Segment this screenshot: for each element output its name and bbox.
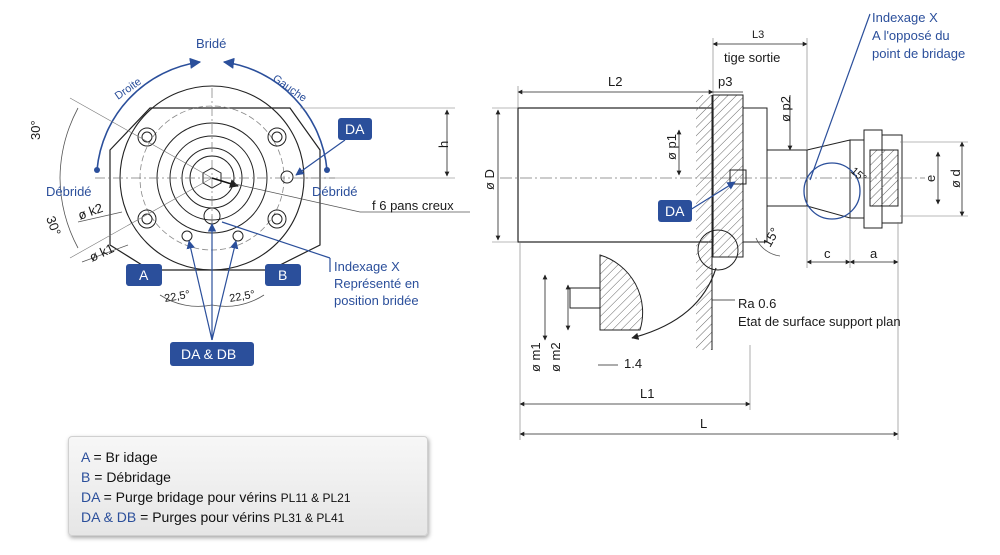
- legend-sep: =: [136, 509, 153, 525]
- arc-label-gauche: Gauche: [270, 73, 308, 105]
- angle-lower: 30°: [43, 214, 64, 238]
- legend-text: Br idage: [105, 449, 158, 465]
- dim-L: L: [700, 416, 707, 431]
- dim-L2: L2: [608, 74, 622, 89]
- dim-p2: ø p2: [778, 96, 793, 122]
- badge-dadb: DA & DB: [170, 342, 254, 366]
- dim-m2: ø m2: [548, 342, 563, 372]
- legend-key: A: [81, 449, 90, 465]
- indexage-line3: position bridée: [334, 293, 419, 308]
- front-view: Bridé Droite Gauche Débridé Débridé 30° …: [28, 36, 470, 366]
- svg-text:A: A: [139, 267, 149, 283]
- svg-text:DA & DB: DA & DB: [181, 346, 236, 362]
- legend-models: PL11 & PL21: [280, 491, 351, 505]
- surface-note: Etat de surface support plan: [738, 314, 901, 329]
- dim-a: a: [870, 246, 878, 261]
- dim-d: ø d: [948, 169, 963, 188]
- dim-D: ø D: [482, 169, 497, 190]
- angle-15-lower: 15°: [760, 225, 783, 250]
- legend-row-dadb: DA & DB = Purges pour vérins PL31 & PL41: [81, 507, 415, 527]
- legend-text: Purge bridage pour vérins: [115, 489, 281, 505]
- svg-text:DA: DA: [665, 203, 685, 219]
- arc-label-debride-right: Débridé: [312, 184, 358, 199]
- side-view: L3 tige sortie L2 p3 ø p2 ø p1 ø D e ø d…: [482, 10, 968, 440]
- angle-upper: 30°: [28, 120, 43, 140]
- legend-row-da: DA = Purge bridage pour vérins PL11 & PL…: [81, 487, 415, 507]
- dim-tige-sortie: tige sortie: [724, 50, 780, 65]
- legend-text: Débridage: [106, 469, 171, 485]
- legend-models: PL31 & PL41: [273, 511, 345, 525]
- dim-1-4: 1.4: [624, 356, 642, 371]
- angle-15-detail: 15°: [848, 165, 868, 185]
- dim-L1: L1: [640, 386, 654, 401]
- legend-row-b: B = Débridage: [81, 467, 415, 487]
- dim-e: e: [923, 175, 938, 182]
- indexage-x-line1: Indexage X: [872, 10, 938, 25]
- legend-sep: =: [99, 489, 116, 505]
- dim-k1: ø k1: [87, 240, 116, 264]
- ra-value: Ra 0.6: [738, 296, 776, 311]
- angle-purge-left: 22,5°: [163, 289, 191, 305]
- dim-f: f 6 pans creux: [372, 198, 454, 213]
- indexage-line1: Indexage X: [334, 259, 400, 274]
- svg-text:DA: DA: [345, 121, 365, 137]
- indexage-line2: Représenté en: [334, 276, 419, 291]
- badge-da-front: DA: [338, 118, 372, 140]
- dim-p1: ø p1: [664, 134, 679, 160]
- flange-outline: [109, 107, 321, 271]
- dim-c: c: [824, 246, 831, 261]
- dim-h: h: [436, 141, 451, 148]
- badge-da-side: DA: [658, 200, 692, 222]
- legend-sep: =: [90, 469, 107, 485]
- indexage-x-line3: point de bridage: [872, 46, 965, 61]
- legend-key: DA & DB: [81, 509, 137, 525]
- legend-row-a: A = Br idage: [81, 447, 415, 467]
- legend-box: A = Br idage B = Débridage DA = Purge br…: [68, 436, 428, 536]
- arc-label-debride-left: Débridé: [46, 184, 92, 199]
- indexage-x-line2: A l'opposé du: [872, 28, 950, 43]
- arc-gauche: [222, 57, 328, 171]
- arc-label-bride: Bridé: [196, 36, 226, 51]
- bolt-holes: [137, 127, 287, 229]
- arc-droite: [96, 57, 202, 171]
- badge-a: A: [126, 264, 162, 286]
- dim-L3: L3: [752, 29, 764, 41]
- dim-m1: ø m1: [528, 342, 543, 372]
- angle-purge-right: 22,5°: [228, 289, 256, 305]
- legend-text: Purges pour vérins: [152, 509, 274, 525]
- badge-b: B: [265, 264, 301, 286]
- dim-p3: p3: [718, 74, 732, 89]
- legend-key: DA: [81, 489, 100, 505]
- legend-sep: =: [89, 449, 106, 465]
- legend-key: B: [81, 469, 91, 485]
- dim-k2: ø k2: [76, 200, 105, 223]
- svg-text:B: B: [278, 267, 287, 283]
